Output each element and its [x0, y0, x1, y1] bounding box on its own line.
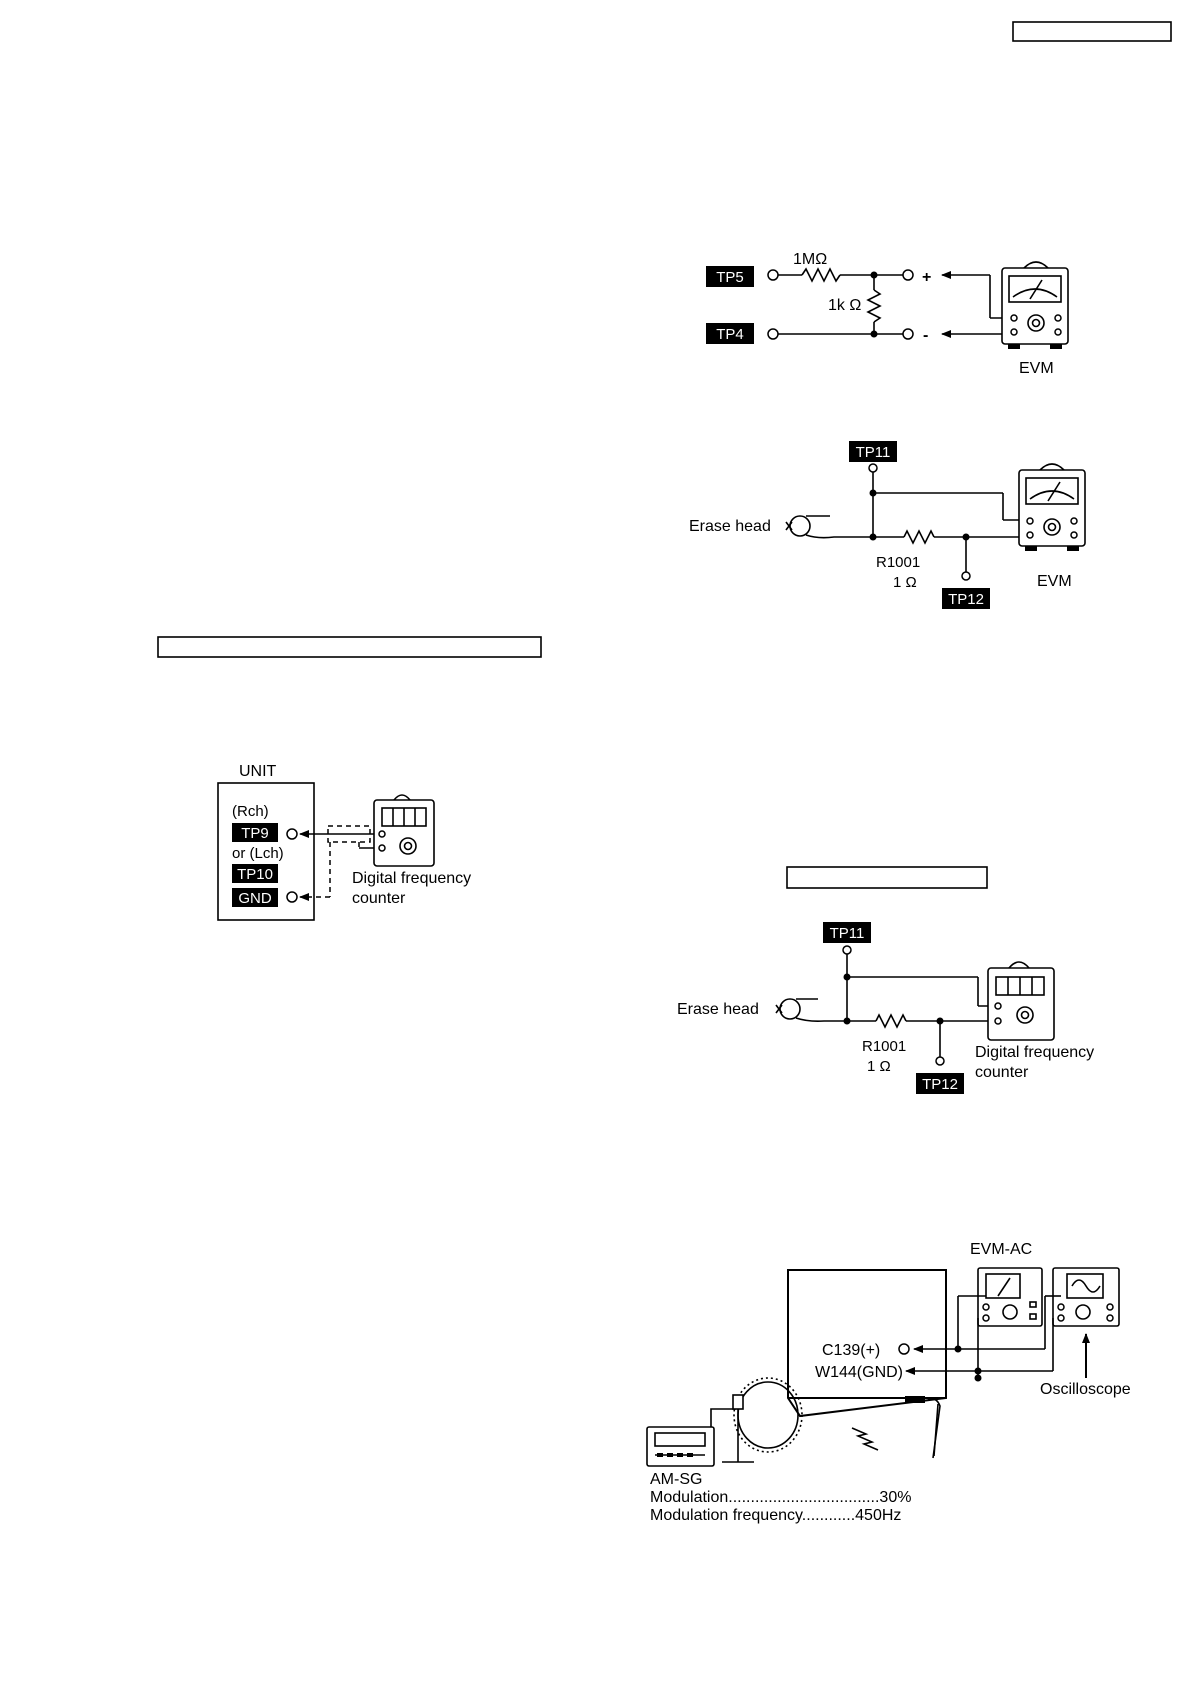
erase-head-coil [779, 998, 801, 1020]
erase-head-coil [789, 515, 811, 537]
tp11-label: TP11 [856, 444, 891, 461]
r1001-label: R1001 [876, 554, 920, 571]
tp4-tag [706, 323, 754, 344]
oscilloscope [1052, 1267, 1120, 1327]
evm-meter [1018, 463, 1086, 551]
erase-head-label: Erase head [677, 1001, 759, 1018]
evm-ac-meter [977, 1267, 1043, 1327]
rch-label: (Rch) [232, 803, 269, 820]
counter-label-2: counter [352, 890, 406, 907]
tp5-label: TP5 [716, 269, 744, 286]
counter-label-1: Digital frequency [975, 1044, 1094, 1061]
minus-sign: - [923, 327, 928, 344]
header-box [1012, 21, 1172, 42]
unit-body [787, 1269, 947, 1418]
r1001-label: R1001 [862, 1038, 906, 1055]
resistor-1k-label: 1k Ω [828, 297, 861, 314]
tp12-tag [942, 588, 990, 609]
section-title-box-right [786, 866, 988, 889]
tp10-label: TP10 [237, 866, 273, 883]
resistor-1m [801, 267, 841, 283]
tp11-label: TP11 [830, 925, 865, 942]
tp5-tag [706, 266, 754, 287]
plus-sign: + [922, 269, 931, 286]
tp11-tag [823, 922, 871, 943]
w144-label: W144(GND) [815, 1364, 903, 1381]
loop-antenna [737, 1381, 799, 1449]
evm-label: EVM [1037, 573, 1072, 590]
am-setup-diagram: EVM-AC C139(+) W144(GND) [646, 1241, 1131, 1524]
evm-label: EVM [1019, 360, 1054, 377]
oscilloscope-label: Oscilloscope [1040, 1381, 1131, 1398]
evm-ac-label: EVM-AC [970, 1241, 1032, 1258]
resistor-1k [866, 289, 882, 323]
plus-terminal [902, 269, 914, 281]
erase-evm-diagram: TP11 Erase head R1001 1 Ω TP12 [689, 441, 1086, 609]
section-title-box-left [157, 636, 542, 658]
am-sg-generator [646, 1426, 715, 1467]
tp12-tag [916, 1073, 964, 1094]
r1001-resistor [903, 529, 935, 545]
frequency-counter [373, 794, 435, 867]
frequency-counter [987, 961, 1055, 1041]
unit-counter-diagram: UNIT (Rch) TP9 or (Lch) TP10 GND [217, 763, 471, 921]
resistor-1m-label: 1MΩ [793, 251, 827, 268]
modulation-label: Modulation..............................… [650, 1489, 911, 1506]
tp12-label: TP12 [948, 591, 984, 608]
r1001-value: 1 Ω [893, 574, 917, 591]
erase-head-label: Erase head [689, 518, 771, 535]
erase-counter-diagram: TP11 Erase head R1001 1 Ω TP12 [677, 922, 1094, 1094]
r1001-resistor [875, 1013, 907, 1029]
unit-label: UNIT [239, 763, 277, 780]
evm-divider-diagram: TP5 TP4 1MΩ 1k Ω + - [706, 251, 1069, 377]
tp4-label: TP4 [716, 326, 744, 343]
counter-label-1: Digital frequency [352, 870, 471, 887]
counter-label-2: counter [975, 1064, 1029, 1081]
tp11-tag [849, 441, 897, 462]
tp5-terminal [767, 269, 779, 281]
minus-terminal [902, 328, 914, 340]
tp12-label: TP12 [922, 1076, 958, 1093]
tp4-terminal [767, 328, 779, 340]
evm-meter [1001, 261, 1069, 349]
c139-label: C139(+) [822, 1342, 880, 1359]
gnd-label: GND [238, 890, 272, 907]
tp9-label: TP9 [241, 825, 269, 842]
r1001-value: 1 Ω [867, 1058, 891, 1075]
lch-label: or (Lch) [232, 845, 284, 862]
am-sg-label: AM-SG [650, 1471, 702, 1488]
modulation-freq-label: Modulation frequency............450Hz [650, 1507, 901, 1524]
